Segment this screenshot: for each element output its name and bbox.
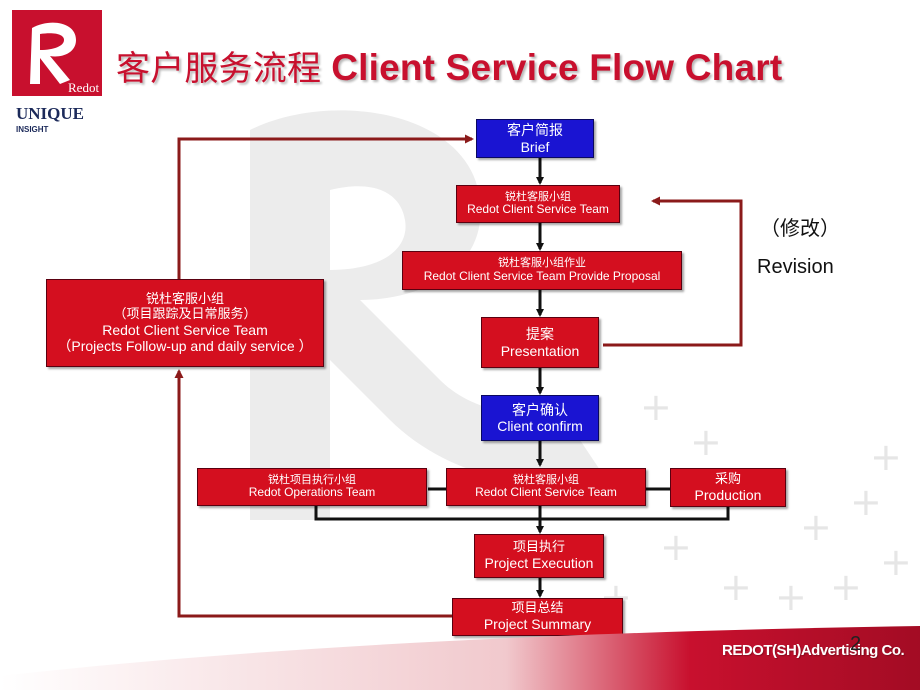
revision-loop-arrow (603, 196, 743, 347)
logo-mark: Redot UNIQUE INSIGHT (12, 10, 102, 134)
node-followup-cn: 锐杜客服小组 (145, 290, 224, 306)
page-number: 2 (850, 633, 862, 655)
node-project-execution: 项目执行 Project Execution (474, 534, 604, 578)
node-summary-en: Project Summary (483, 616, 592, 633)
node-brief-en: Brief (520, 138, 550, 155)
node-followup-cn2: （项目跟踪及日常服务） (113, 305, 257, 321)
node-project-summary: 项目总结 Project Summary (452, 598, 623, 636)
summary-feedback-arrow (174, 369, 452, 618)
node-production-cn: 采购 (714, 470, 741, 486)
node-operations-cn: 锐杜项目执行小组 (268, 473, 356, 486)
node-execution-en: Project Execution (484, 555, 594, 572)
node-followup-en: Redot Client Service Team (102, 321, 268, 338)
logo-tagline: INSIGHT (16, 125, 49, 134)
node-team2-en: Redot Client Service Team (475, 485, 617, 500)
node-team-en: Redot Client Service Team (467, 202, 609, 217)
title-en: Client Service Flow Chart (331, 47, 783, 88)
node-summary-cn: 项目总结 (511, 600, 564, 616)
node-presentation-en: Presentation (500, 342, 580, 359)
node-production: 采购 Production (670, 468, 786, 507)
revision-label-cn: （修改） (760, 216, 840, 240)
revision-label-en: Revision (757, 256, 834, 278)
node-brief-cn: 客户简报 (507, 122, 563, 139)
node-team2-cn: 锐杜客服小组 (513, 473, 579, 486)
node-presentation: 提案 Presentation (481, 317, 599, 368)
node-confirm-en: Client confirm (497, 418, 583, 434)
logo-brand-text: Redot (68, 80, 99, 95)
connector-merge (314, 505, 730, 521)
node-proposal-en: Redot Client Service Team Provide Propos… (423, 268, 661, 283)
node-presentation-cn: 提案 (526, 326, 554, 343)
node-client-confirm: 客户确认 Client confirm (481, 395, 599, 441)
node-brief: 客户简报 Brief (476, 119, 594, 158)
node-operations-team: 锐杜项目执行小组 Redot Operations Team (197, 468, 427, 506)
followup-to-brief-arrow (177, 134, 474, 279)
node-operations-en: Redot Operations Team (248, 485, 376, 500)
redot-logo: Redot UNIQUE INSIGHT (10, 10, 106, 134)
node-client-service-team-2: 锐杜客服小组 Redot Client Service Team (446, 468, 646, 506)
node-proposal-cn: 锐杜客服小组作业 (498, 257, 586, 270)
node-execution-cn: 项目执行 (512, 539, 565, 555)
node-client-service-team: 锐杜客服小组 Redot Client Service Team (456, 185, 620, 223)
node-followup-en2: （Projects Follow-up and daily service ） (57, 337, 313, 354)
title-cn: 客户服务流程 (116, 49, 322, 89)
node-confirm-cn: 客户确认 (512, 401, 568, 418)
node-production-en: Production (694, 486, 762, 503)
node-followup-team: 锐杜客服小组 （项目跟踪及日常服务） Redot Client Service … (46, 279, 324, 367)
logo-wordmark: UNIQUE (16, 104, 84, 123)
footer-company-name: REDOT(SH)Advertising Co. (722, 642, 905, 659)
node-team-cn: 锐杜客服小组 (505, 190, 571, 203)
node-proposal: 锐杜客服小组作业 Redot Client Service Team Provi… (402, 251, 682, 290)
footer-band (0, 626, 920, 690)
